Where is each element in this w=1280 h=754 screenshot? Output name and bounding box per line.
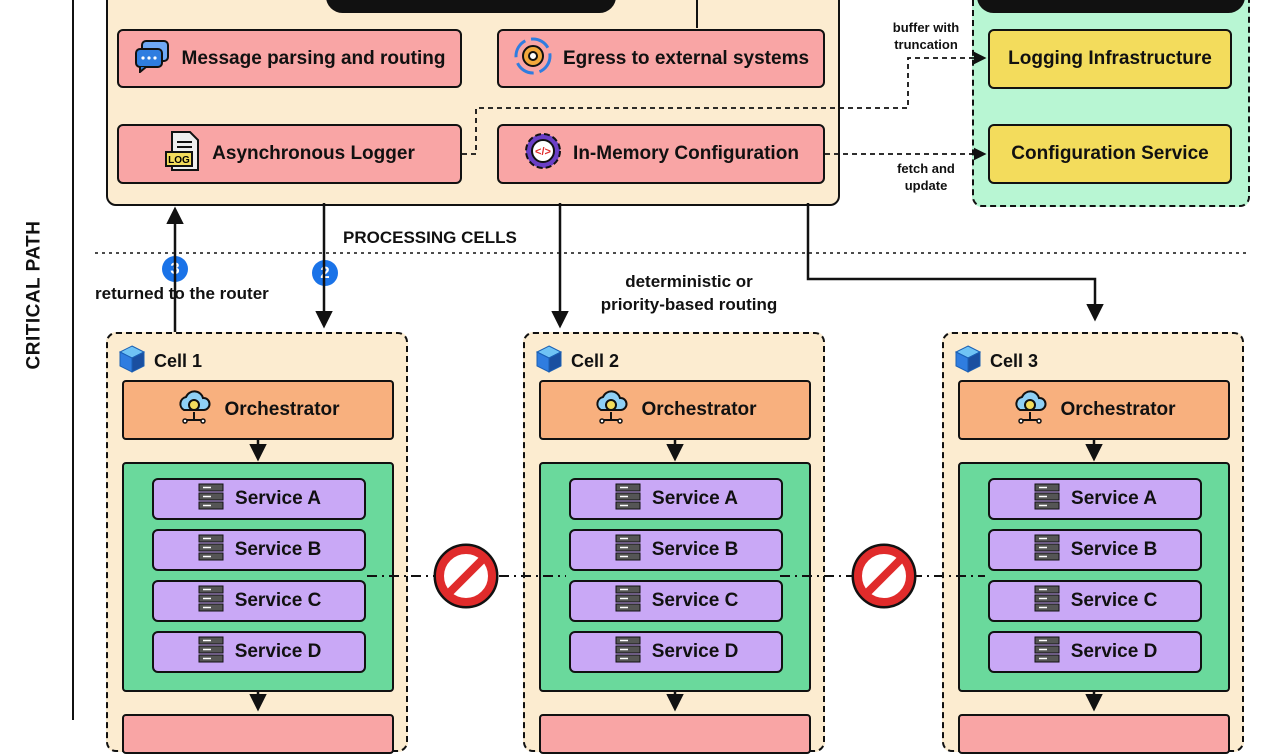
buffer-connector: [462, 51, 987, 155]
cell-3-title: Cell 3: [954, 344, 1038, 379]
orchestrator-box: Orchestrator: [958, 380, 1230, 440]
routing-label: deterministic or priority-based routing: [600, 272, 778, 314]
code-gear-icon: </>: [523, 131, 563, 177]
service-d: Service D: [152, 631, 366, 673]
cell-2-title: Cell 2: [535, 344, 619, 379]
server-icon: [1033, 635, 1061, 669]
chat-bubbles-icon: [134, 39, 172, 79]
orchestrator-box: Orchestrator: [122, 380, 394, 440]
server-icon: [1033, 584, 1061, 618]
service-d: Service D: [569, 631, 783, 673]
service-a: Service A: [988, 478, 1202, 520]
service-c: Service C: [988, 580, 1202, 622]
cloud-gear-icon: [176, 388, 212, 432]
server-icon: [197, 533, 225, 567]
async-logger-box: LOG Asynchronous Logger: [117, 124, 462, 184]
server-icon: [1033, 533, 1061, 567]
cube-icon: [118, 344, 146, 379]
configuration-service-box: Configuration Service: [988, 124, 1232, 184]
message-parsing-box: Message parsing and routing: [117, 29, 462, 88]
server-icon: [614, 533, 642, 567]
server-icon: [614, 635, 642, 669]
service-b: Service B: [152, 529, 366, 571]
logging-infrastructure-box: Logging Infrastructure: [988, 29, 1232, 89]
services-area: Service A Service B Service C Service D: [122, 462, 394, 692]
message-parsing-label: Message parsing and routing: [181, 47, 446, 69]
router-title-bar: [326, 0, 616, 13]
no-entry-icon: [433, 543, 499, 609]
returned-label: returned to the router: [95, 284, 269, 303]
cloud-gear-icon: [1012, 388, 1048, 432]
service-a: Service A: [569, 478, 783, 520]
server-icon: [1033, 482, 1061, 516]
server-icon: [614, 584, 642, 618]
processing-cells-label: PROCESSING CELLS: [343, 228, 517, 247]
connectors-layer: [95, 0, 1248, 712]
server-icon: [197, 482, 225, 516]
service-c: Service C: [152, 580, 366, 622]
server-icon: [197, 584, 225, 618]
cell-output-box: [958, 714, 1230, 754]
configuration-service-label: Configuration Service: [1011, 143, 1209, 164]
cube-icon: [535, 344, 563, 379]
cell-output-box: [122, 714, 394, 754]
cube-icon: [954, 344, 982, 379]
no-entry-icon: [851, 543, 917, 609]
server-icon: [614, 482, 642, 516]
cell-output-box: [539, 714, 811, 754]
service-c: Service C: [569, 580, 783, 622]
observability-title-bar: [977, 0, 1245, 13]
buffer-label: buffer with truncation: [892, 20, 960, 52]
service-d: Service D: [988, 631, 1202, 673]
in-memory-config-label: In-Memory Configuration: [573, 143, 799, 164]
log-file-icon: LOG: [164, 130, 202, 178]
service-b: Service B: [569, 529, 783, 571]
cell-1: Cell 1 Orchestrator Service A Service B …: [106, 332, 408, 754]
cloud-gear-icon: [593, 388, 629, 432]
orchestrator-box: Orchestrator: [539, 380, 811, 440]
service-a: Service A: [152, 478, 366, 520]
svg-text:</>: </>: [535, 146, 551, 158]
svg-text:LOG: LOG: [168, 155, 190, 166]
critical-path-band: CRITICAL PATH: [0, 0, 74, 720]
fetch-label: fetch and update: [897, 161, 955, 193]
gear-cycle-icon: [513, 36, 553, 82]
async-logger-label: Asynchronous Logger: [212, 143, 415, 164]
server-icon: [197, 635, 225, 669]
route-arrow-cell-3: [806, 203, 1104, 322]
egress-label: Egress to external systems: [562, 47, 810, 69]
logging-infrastructure-label: Logging Infrastructure: [1008, 48, 1212, 69]
egress-box: Egress to external systems: [497, 29, 825, 88]
cell-1-title: Cell 1: [118, 344, 202, 379]
service-b: Service B: [988, 529, 1202, 571]
in-memory-config-box: </> In-Memory Configuration: [497, 124, 825, 184]
